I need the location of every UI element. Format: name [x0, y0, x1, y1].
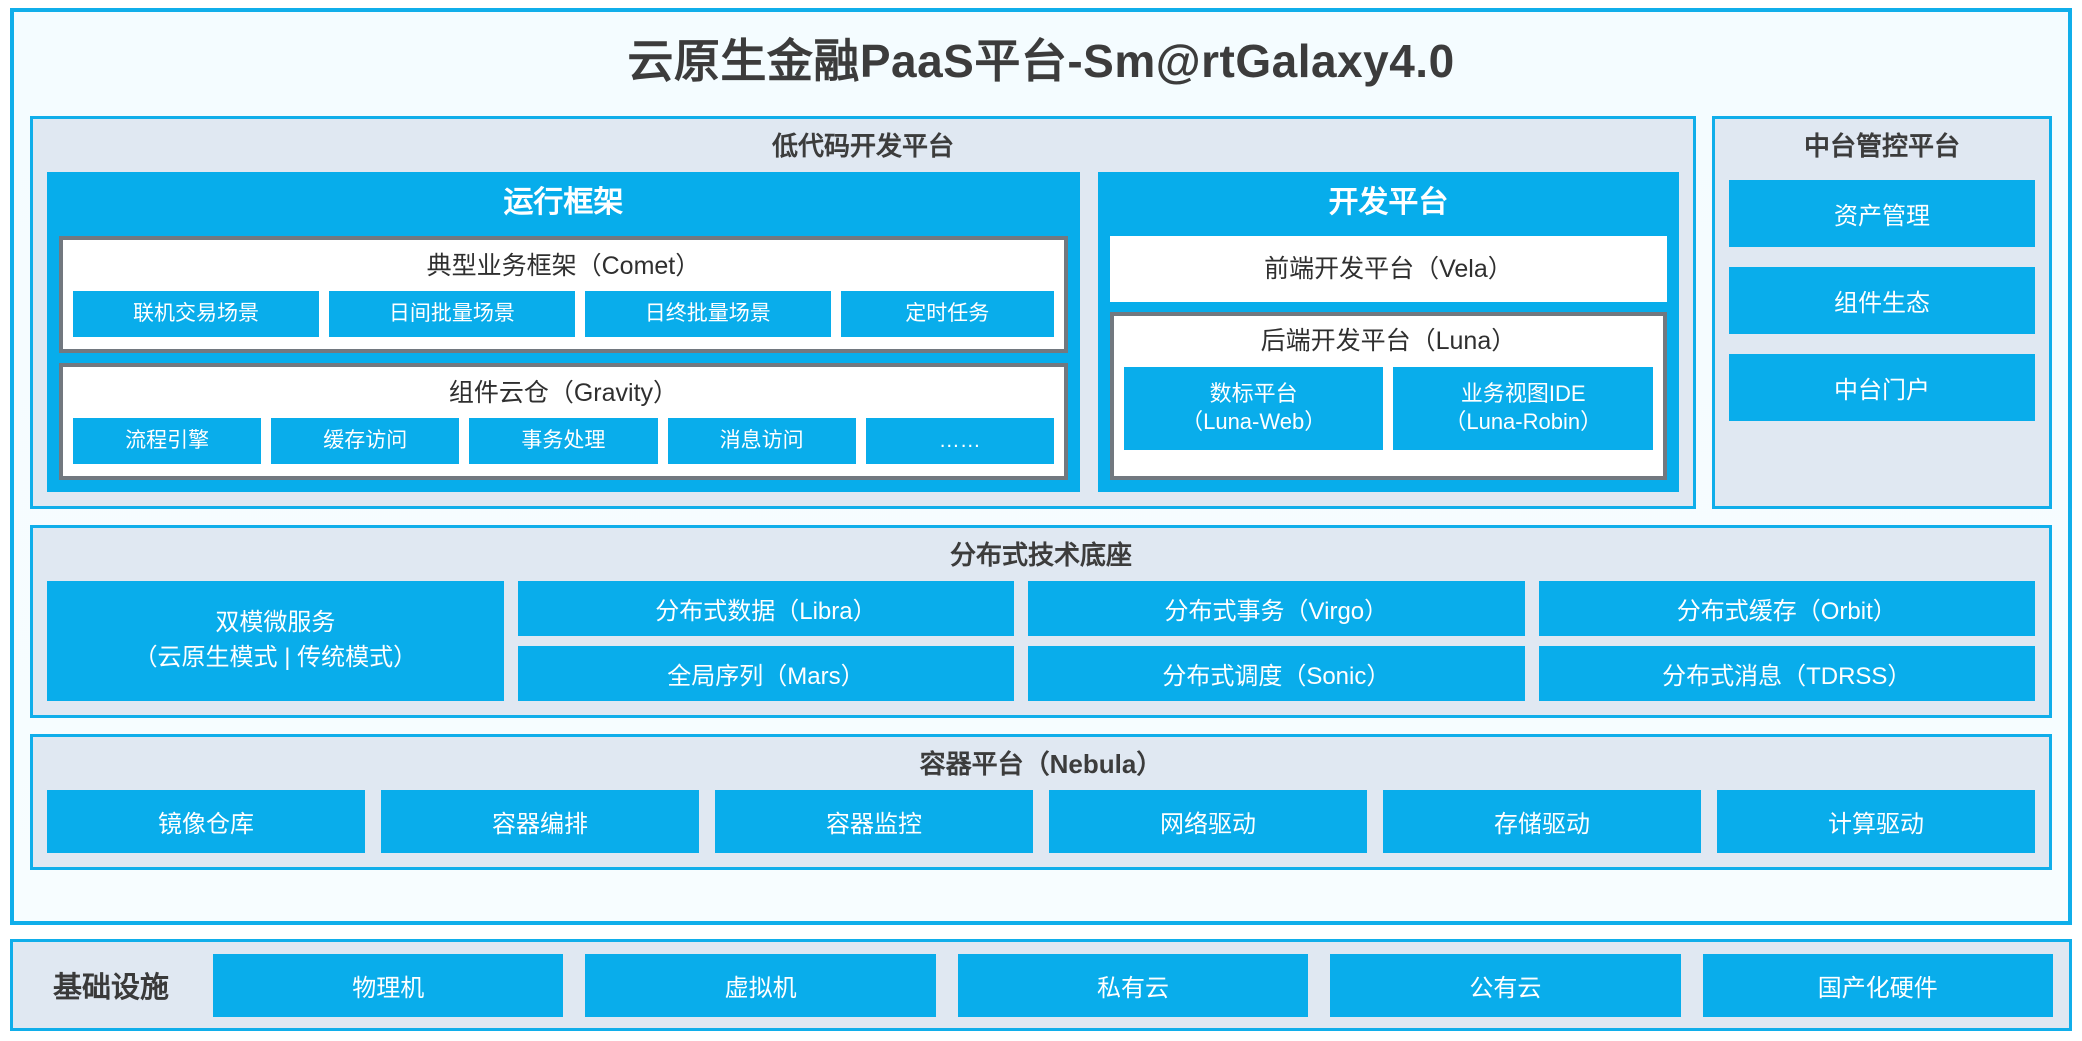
comet-box: 典型业务框架（Comet） 联机交易场景 日间批量场景 日终批量场景 定时任务 [59, 235, 1068, 353]
tech-item-tdrss[interactable]: 分布式消息（TDRSS） [1538, 646, 2035, 702]
infra-item-public-cloud[interactable]: 公有云 [1330, 953, 1681, 1017]
comet-item-scheduled-task[interactable]: 定时任务 [840, 290, 1054, 337]
backend-platform-luna-box: 后端开发平台（Luna） 数标平台 （Luna-Web） 业务视图IDE （Lu… [1109, 311, 1667, 481]
tech-col-microservice: 双模微服务 （云原生模式 | 传统模式） [47, 581, 504, 702]
midctrl-item-component-ecosystem[interactable]: 组件生态 [1729, 267, 2035, 335]
frontend-platform-vela[interactable]: 前端开发平台（Vela） [1109, 235, 1667, 302]
infra-item-virtual-machine[interactable]: 虚拟机 [585, 953, 936, 1017]
lowcode-platform-title: 低代码开发平台 [771, 130, 954, 161]
gravity-item-cache-access[interactable]: 缓存访问 [271, 417, 460, 465]
backend-platform-luna-title: 后端开发平台（Luna） [1260, 326, 1517, 355]
main-platform-frame: 云原生金融PaaS平台-Sm@rtGalaxy4.0 低代码开发平台 运行框架 … [10, 8, 2072, 925]
gravity-title: 组件云仓（Gravity） [448, 378, 679, 407]
infrastructure-items: 物理机 虚拟机 私有云 公有云 国产化硬件 [213, 953, 2053, 1017]
comet-item-eod-batch[interactable]: 日终批量场景 [584, 290, 831, 337]
tech-item-libra[interactable]: 分布式数据（Libra） [517, 581, 1015, 637]
tech-col-1: 分布式数据（Libra） 全局序列（Mars） [517, 581, 1015, 702]
comet-items-row: 联机交易场景 日间批量场景 日终批量场景 定时任务 [73, 290, 1054, 337]
middle-control-items: 资产管理 组件生态 中台门户 [1729, 180, 2035, 492]
page-title: 云原生金融PaaS平台-Sm@rtGalaxy4.0 [627, 35, 1455, 87]
container-platform-panel: 容器平台（Nebula） 镜像仓库 容器编排 容器监控 网络驱动 存储驱动 计算… [30, 734, 2052, 871]
tech-col-3: 分布式缓存（Orbit） 分布式消息（TDRSS） [1538, 581, 2035, 702]
gravity-items-row: 流程引擎 缓存访问 事务处理 消息访问 …… [73, 417, 1054, 465]
gravity-item-ellipsis: …… [865, 417, 1054, 465]
comet-item-online-trade[interactable]: 联机交易场景 [73, 290, 319, 337]
infrastructure-bar: 基础设施 物理机 虚拟机 私有云 公有云 国产化硬件 [10, 939, 2072, 1031]
container-platform-items: 镜像仓库 容器编排 容器监控 网络驱动 存储驱动 计算驱动 [47, 790, 2035, 854]
container-platform-title: 容器平台（Nebula） [919, 749, 1163, 780]
tech-item-virgo[interactable]: 分布式事务（Virgo） [1028, 581, 1525, 637]
luna-items-row: 数标平台 （Luna-Web） 业务视图IDE （Luna-Robin） [1123, 366, 1653, 450]
luna-item-luna-robin[interactable]: 业务视图IDE （Luna-Robin） [1393, 366, 1653, 450]
infra-item-physical-machine[interactable]: 物理机 [213, 953, 564, 1017]
container-item-orchestration[interactable]: 容器编排 [381, 790, 699, 854]
top-region: 低代码开发平台 运行框架 典型业务框架（Comet） 联机交易场景 日间批量场景… [30, 115, 2052, 510]
midctrl-item-portal[interactable]: 中台门户 [1729, 354, 2035, 422]
development-platform-title: 开发平台 [1328, 186, 1449, 220]
infra-item-domestic-hardware[interactable]: 国产化硬件 [1702, 953, 2053, 1017]
tech-item-sonic[interactable]: 分布式调度（Sonic） [1028, 646, 1525, 702]
gravity-item-message-access[interactable]: 消息访问 [667, 417, 856, 465]
distributed-tech-base-panel: 分布式技术底座 双模微服务 （云原生模式 | 传统模式） 分布式数据（Libra… [30, 525, 2052, 719]
luna-web-code: （Luna-Web） [1181, 409, 1327, 435]
distributed-tech-base-title: 分布式技术底座 [949, 540, 1132, 571]
midctrl-item-asset-management[interactable]: 资产管理 [1729, 180, 2035, 248]
infra-item-private-cloud[interactable]: 私有云 [957, 953, 1309, 1017]
comet-title: 典型业务框架（Comet） [426, 251, 701, 280]
lowcode-platform-panel: 低代码开发平台 运行框架 典型业务框架（Comet） 联机交易场景 日间批量场景… [30, 115, 1696, 510]
gravity-item-transaction[interactable]: 事务处理 [469, 417, 658, 465]
luna-web-name: 数标平台 [1209, 380, 1298, 406]
infrastructure-label: 基础设施 [53, 972, 170, 1004]
middle-control-platform-title: 中台管控平台 [1803, 130, 1960, 161]
gravity-item-process-engine[interactable]: 流程引擎 [73, 417, 262, 465]
luna-item-luna-web[interactable]: 数标平台 （Luna-Web） [1123, 366, 1384, 450]
tech-item-orbit[interactable]: 分布式缓存（Orbit） [1538, 581, 2035, 637]
microservice-line1: 双模微服务 [215, 609, 336, 637]
microservice-line2: （云原生模式 | 传统模式） [133, 644, 418, 672]
container-item-monitoring[interactable]: 容器监控 [715, 790, 1033, 854]
runtime-framework-title: 运行框架 [503, 186, 624, 220]
lowcode-platform-body: 运行框架 典型业务框架（Comet） 联机交易场景 日间批量场景 日终批量场景 … [47, 172, 1679, 493]
tech-item-mars[interactable]: 全局序列（Mars） [517, 646, 1015, 702]
container-item-storage-driver[interactable]: 存储驱动 [1383, 790, 1701, 854]
luna-robin-code: （Luna-Robin） [1444, 409, 1603, 435]
comet-item-intraday-batch[interactable]: 日间批量场景 [328, 290, 575, 337]
middle-control-platform-panel: 中台管控平台 资产管理 组件生态 中台门户 [1712, 115, 2052, 510]
runtime-framework-card: 运行框架 典型业务框架（Comet） 联机交易场景 日间批量场景 日终批量场景 … [47, 172, 1080, 493]
container-item-compute-driver[interactable]: 计算驱动 [1717, 790, 2035, 854]
gravity-box: 组件云仓（Gravity） 流程引擎 缓存访问 事务处理 消息访问 …… [59, 362, 1068, 481]
container-item-network-driver[interactable]: 网络驱动 [1049, 790, 1367, 854]
luna-robin-name: 业务视图IDE [1460, 380, 1586, 406]
development-platform-card: 开发平台 前端开发平台（Vela） 后端开发平台（Luna） 数标平台 （Lun… [1097, 172, 1679, 493]
tech-col-2: 分布式事务（Virgo） 分布式调度（Sonic） [1028, 581, 1525, 702]
container-item-image-registry[interactable]: 镜像仓库 [47, 790, 365, 854]
tech-item-dual-mode-microservice[interactable]: 双模微服务 （云原生模式 | 传统模式） [47, 581, 504, 702]
distributed-tech-base-grid: 双模微服务 （云原生模式 | 传统模式） 分布式数据（Libra） 全局序列（M… [47, 581, 2035, 702]
